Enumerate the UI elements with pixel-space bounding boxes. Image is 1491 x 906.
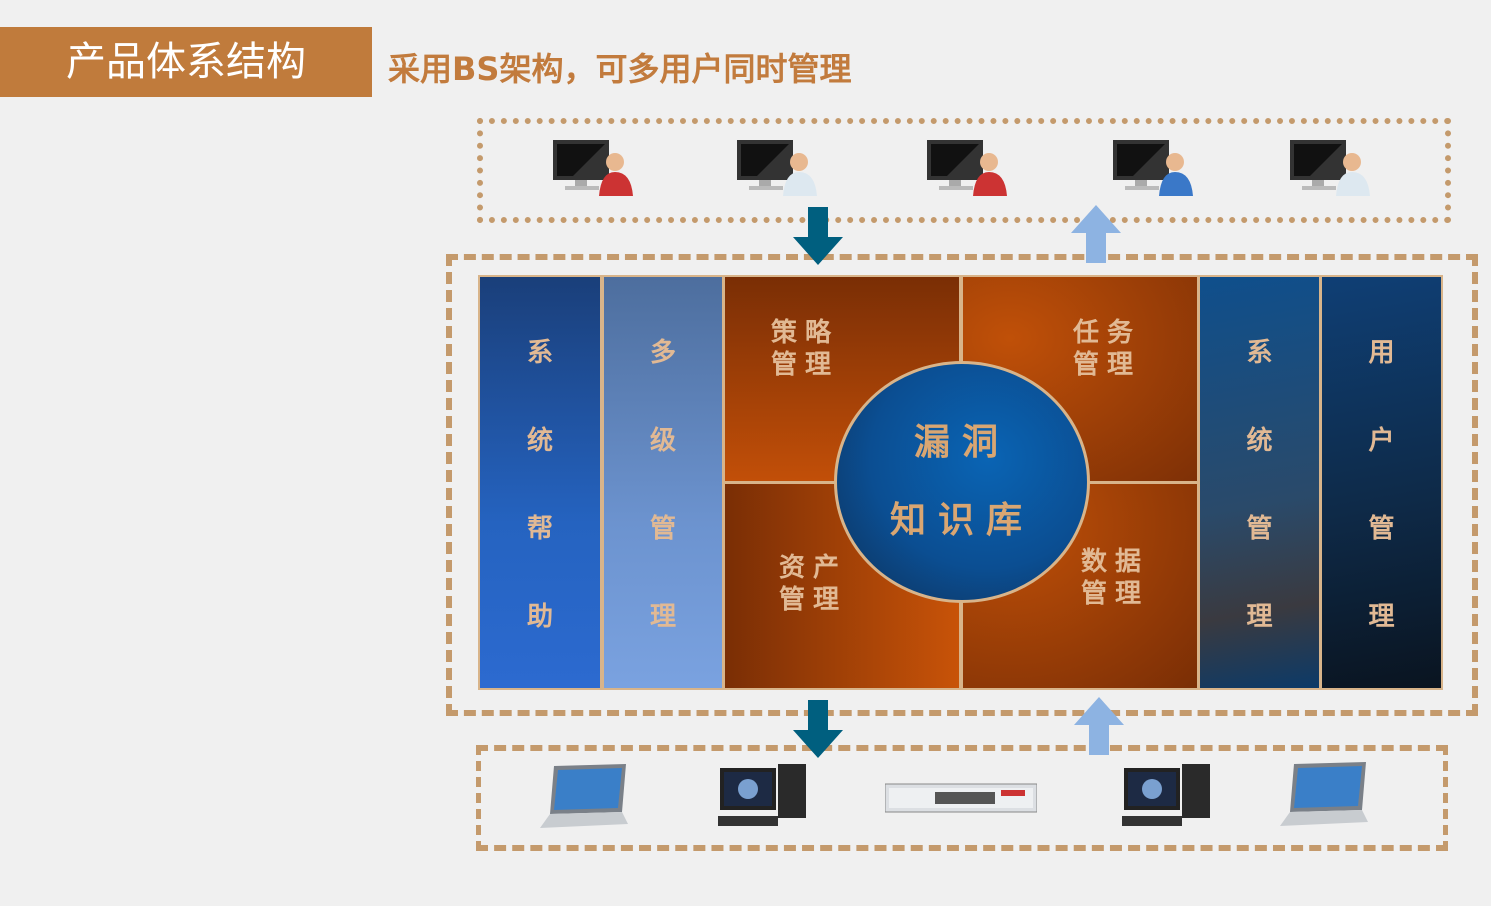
vulnerability-knowledge-base[interactable]: 漏洞 知识库: [834, 361, 1090, 603]
quadrant-label: 数据管理: [1081, 547, 1150, 609]
laptop-icon: [1280, 762, 1368, 826]
label-char: 系: [526, 338, 553, 369]
label-char: 管: [1368, 513, 1395, 544]
subtitle: 采用BS架构，可多用户同时管理: [388, 50, 852, 88]
user-workstation-icon: [1290, 140, 1370, 196]
user-clients-group: [477, 118, 1451, 223]
arrow-down-icon: [793, 207, 843, 265]
label-char: 户: [1368, 426, 1395, 457]
arrow-down-icon: [793, 700, 843, 758]
label-char: 管: [1246, 513, 1273, 544]
label-char: 帮: [526, 513, 553, 544]
server-appliance-icon: [885, 783, 1037, 813]
desktop-computer-icon: [1122, 764, 1210, 826]
arrow-up-icon: [1071, 205, 1121, 263]
user-workstation-icon: [553, 140, 633, 196]
managed-assets-group: [476, 745, 1448, 851]
module-system-management[interactable]: 系 统 管 理: [1198, 275, 1321, 690]
label-char: 助: [526, 601, 553, 632]
quadrant-label: 任务管理: [1073, 318, 1142, 380]
quadrant-label: 策略管理: [771, 318, 840, 380]
module-multilevel-management[interactable]: 多 级 管 理: [602, 275, 724, 690]
label-char: 级: [649, 426, 676, 457]
label-char: 理: [1368, 601, 1395, 632]
system-platform-group: [446, 254, 1478, 716]
center-label-line1: 漏洞: [913, 422, 1010, 463]
label-char: 系: [1246, 338, 1273, 369]
label-char: 用: [1368, 338, 1395, 369]
label-char: 理: [649, 601, 676, 632]
label-char: 管: [649, 513, 676, 544]
label-char: 多: [649, 338, 676, 369]
section-title: 产品体系结构: [0, 27, 372, 97]
desktop-computer-icon: [718, 764, 806, 826]
quadrant-label: 资产管理: [779, 553, 848, 615]
user-workstation-icon: [737, 140, 817, 196]
module-user-management[interactable]: 用 户 管 理: [1320, 275, 1443, 690]
label-char: 统: [1246, 426, 1273, 457]
user-workstation-icon: [927, 140, 1007, 196]
user-workstation-icon: [1113, 140, 1193, 196]
label-char: 理: [1246, 601, 1273, 632]
center-label-line2: 知识库: [889, 500, 1034, 541]
module-system-help[interactable]: 系 统 帮 助: [478, 275, 602, 690]
label-char: 统: [526, 426, 553, 457]
laptop-icon: [540, 764, 628, 828]
arrow-up-icon: [1074, 697, 1124, 755]
